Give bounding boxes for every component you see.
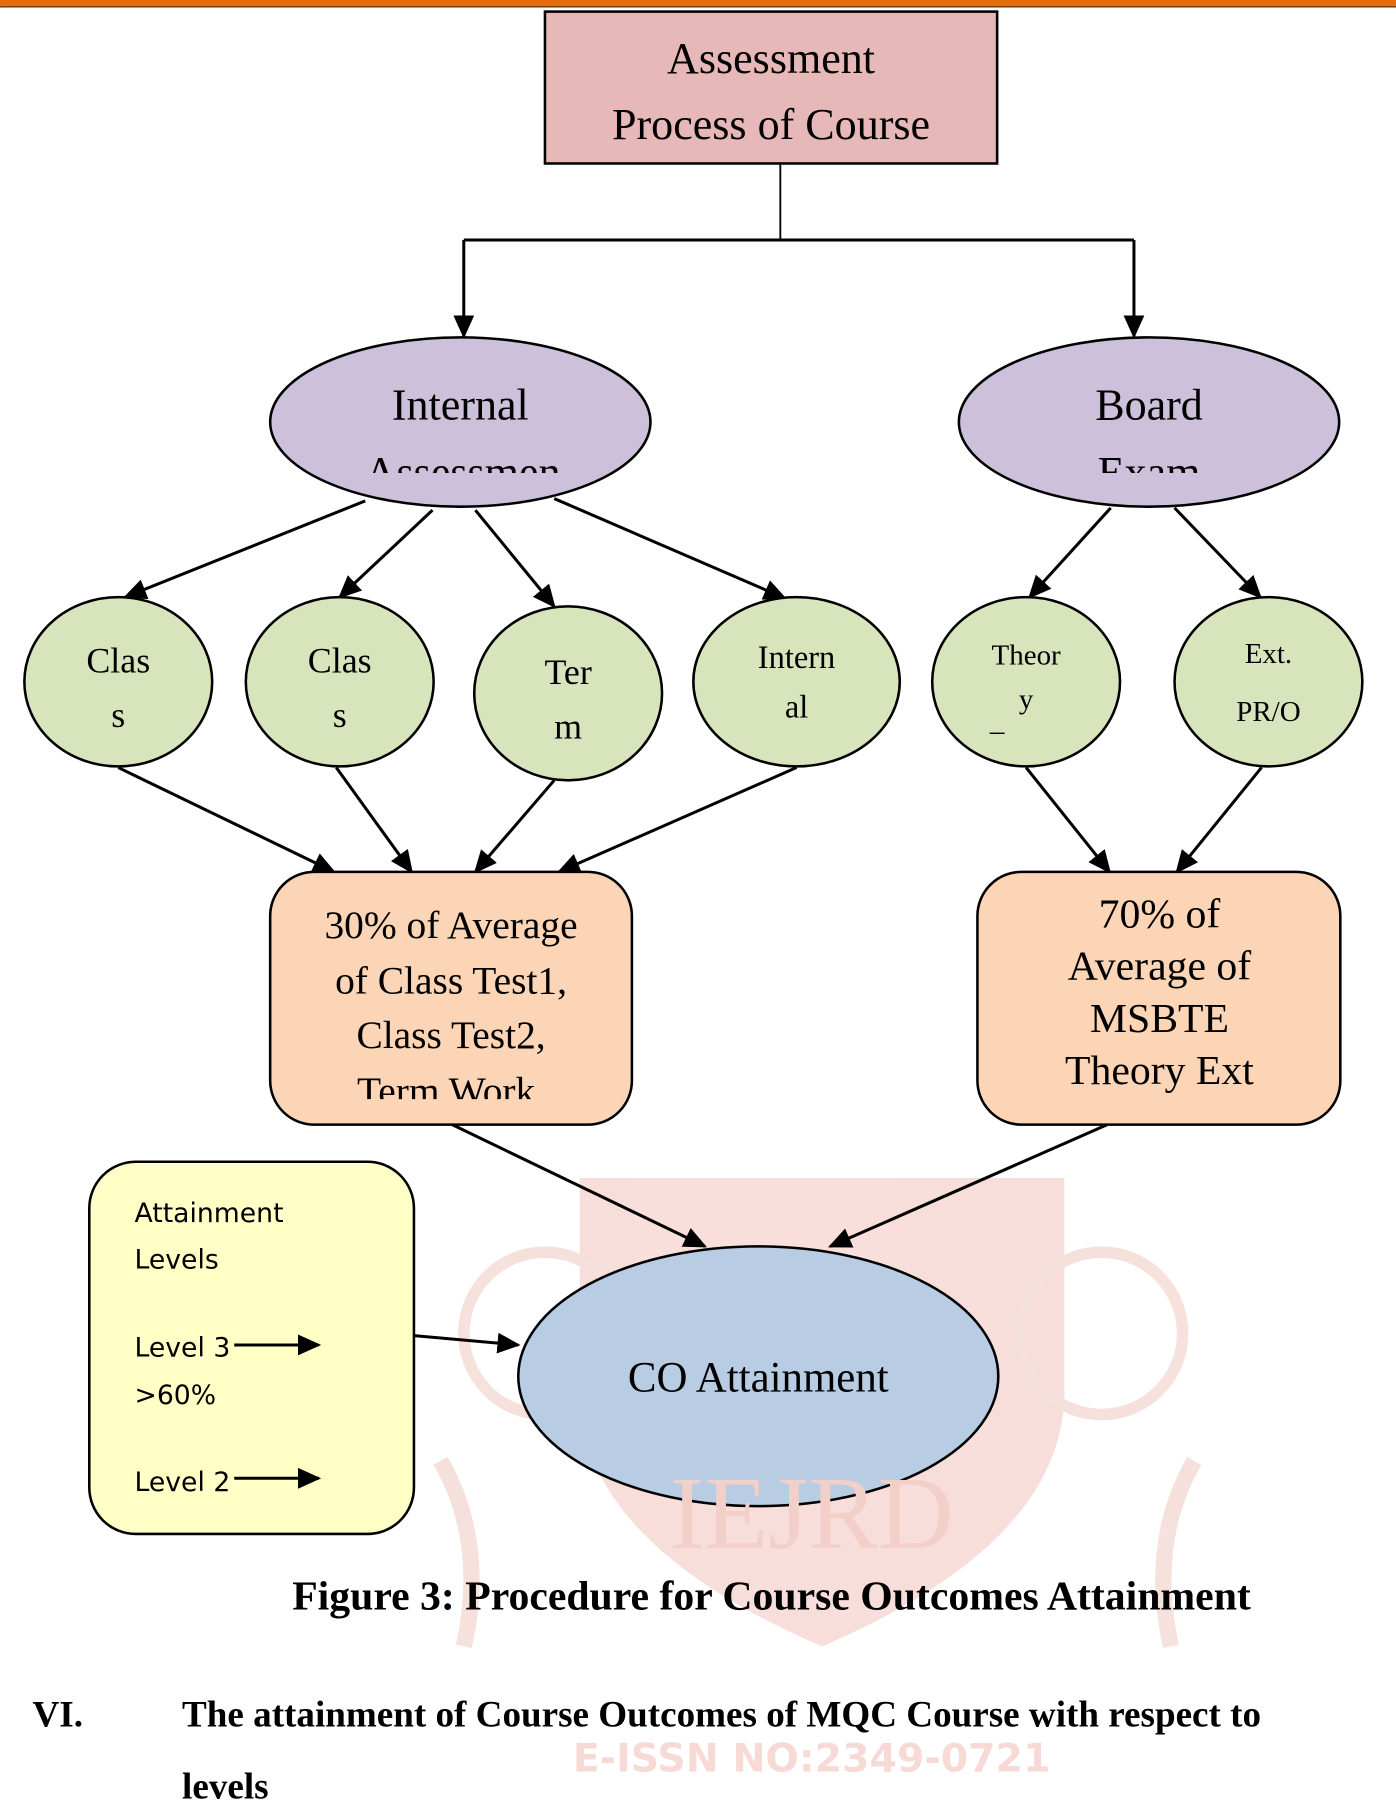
component-label: y — [1019, 683, 1034, 715]
co-attainment-node: CO Attainment — [517, 1245, 1000, 1508]
internal-line-1: Internal — [392, 381, 529, 430]
root-node: Assessment Process of Course — [543, 10, 999, 165]
root-line-1: Assessment — [667, 34, 875, 83]
component-label: al — [785, 690, 808, 726]
component-label: Ter — [544, 652, 591, 692]
component-label: Intern — [758, 640, 836, 676]
component-theory: Theor y _ — [930, 595, 1122, 768]
component-external-practical: Ext. PR/O — [1173, 595, 1364, 768]
weight-line: of Class Test1, — [335, 959, 567, 1003]
component-label: Theor — [992, 639, 1062, 671]
section-heading: The attainment of Course Outcomes of MQC… — [182, 1694, 1261, 1735]
weight-line: 70% of — [1099, 892, 1221, 938]
figure-caption: Figure 3: Procedure for Course Outcomes … — [292, 1573, 1251, 1619]
component-class-test-1: Clas s — [23, 595, 214, 768]
board-weight-box: 70% of Average of MSBTE Theory Ext — [976, 870, 1342, 1126]
internal-weight-box: 30% of Average of Class Test1, Class Tes… — [268, 870, 634, 1126]
board-line-1: Board — [1095, 381, 1203, 430]
component-label: Ext. — [1245, 638, 1292, 670]
weight-line: Theory Ext — [1065, 1048, 1254, 1094]
component-label: Clas — [86, 640, 150, 680]
component-label: _ — [989, 705, 1005, 737]
levels-line: Level 2 — [135, 1467, 231, 1498]
section-heading-continued: levels — [182, 1766, 269, 1807]
component-label: Clas — [308, 640, 372, 680]
top-rule — [0, 0, 1396, 6]
weight-line: MSBTE — [1090, 996, 1229, 1042]
component-class-test-2: Clas s — [244, 595, 435, 768]
component-label: s — [111, 695, 125, 735]
levels-line: Attainment — [135, 1198, 284, 1229]
internal-assessment-node: Internal Assessmen — [268, 336, 652, 508]
attainment-levels-box: Attainment Levels Level 3 >60% Level 2 — [88, 1160, 416, 1536]
result-edges — [413, 1123, 1108, 1354]
root-line-2: Process of Course — [612, 100, 930, 149]
component-edges — [123, 497, 1262, 609]
weight-edges — [117, 766, 1263, 874]
weight-line: Class Test2, — [356, 1013, 545, 1057]
component-label: m — [554, 707, 582, 747]
weight-line: 30% of Average — [324, 903, 577, 947]
internal-line-2: Assessmen — [365, 448, 561, 497]
levels-line: Levels — [135, 1244, 219, 1275]
root-connectors — [453, 163, 1145, 339]
weight-line: Term Work, — [357, 1069, 545, 1113]
component-term-work: Ter m — [472, 605, 664, 782]
levels-line: >60% — [135, 1380, 217, 1411]
board-line-2: Exam — [1098, 448, 1201, 497]
watermark-issn: E-ISSN NO:2349-0721 — [573, 1736, 1051, 1782]
component-internal: Intern al — [692, 595, 902, 768]
section-number: VI. — [32, 1694, 83, 1735]
watermark-text: IEJRD — [670, 1455, 954, 1571]
top-rule-shadow — [0, 5, 1396, 8]
co-attainment-label: CO Attainment — [628, 1354, 889, 1401]
component-label: PR/O — [1236, 696, 1300, 728]
component-label: s — [333, 695, 347, 735]
levels-line: Level 3 — [135, 1333, 231, 1364]
board-exam-node: Board Exam — [957, 336, 1341, 508]
weight-line: Average of — [1068, 944, 1251, 990]
